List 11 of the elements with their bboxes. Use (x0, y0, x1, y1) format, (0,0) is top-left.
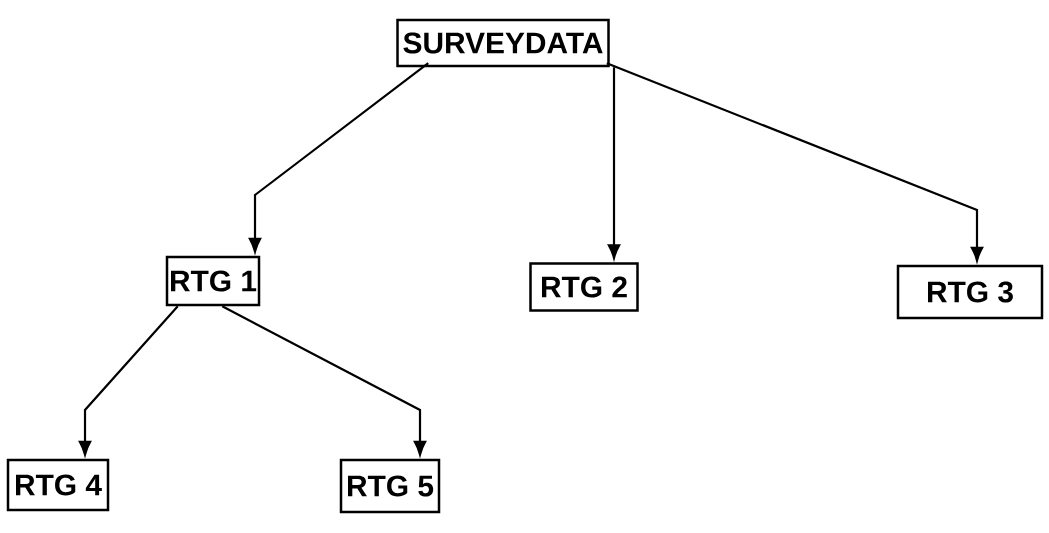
process-box: RTG 1 (165, 255, 261, 307)
process-box: RTG 3 (896, 264, 1044, 320)
process-box: RTG 5 (339, 458, 441, 514)
arrow (607, 67, 621, 259)
arrow (221, 305, 427, 456)
process-box: SURVEYDATA (396, 18, 610, 68)
arrow (248, 62, 429, 253)
arrow (78, 305, 179, 456)
arrow (606, 62, 984, 262)
process-box: RTG 2 (529, 262, 639, 312)
process-box: RTG 4 (6, 458, 110, 512)
